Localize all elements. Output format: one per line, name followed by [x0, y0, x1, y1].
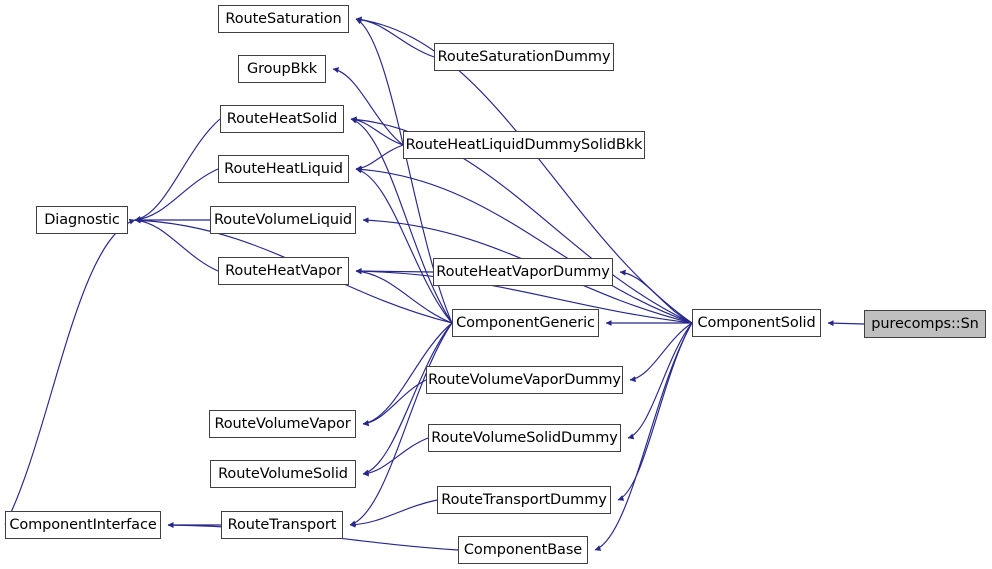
graph-node-componentsolid[interactable]: ComponentSolid: [692, 309, 821, 337]
graph-node-label: RouteSaturation: [225, 10, 342, 27]
graph-node-label: RouteHeatVaporDummy: [436, 263, 610, 280]
graph-node-label: RouteVolumeLiquid: [213, 211, 353, 228]
graph-edge: [4, 218, 136, 526]
graph-node-label: Diagnostic: [44, 211, 120, 228]
graph-node-label: RouteTransportDummy: [441, 491, 607, 508]
graph-edge: [355, 166, 693, 324]
graph-node-label: RouteSaturationDummy: [437, 48, 611, 65]
graph-edge: [355, 167, 453, 324]
graph-node-routeheatliquid[interactable]: RouteHeatLiquid: [218, 155, 349, 183]
graph-node-label: RouteVolumeSolidDummy: [431, 429, 618, 446]
graph-node-label: RouteTransport: [227, 516, 337, 533]
graph-node-routeheatvapordummy[interactable]: RouteHeatVaporDummy: [433, 258, 613, 286]
graph-edge: [827, 320, 865, 327]
graph-edge: [350, 116, 404, 146]
graph-node-label: RouteHeatLiquidDummySolidBkk: [405, 136, 643, 153]
graph-node-routevolumevapordummy[interactable]: RouteVolumeVaporDummy: [426, 366, 623, 394]
graph-node-label: ComponentInterface: [9, 516, 157, 533]
graph-edge: [134, 118, 221, 222]
graph-node-componentbase[interactable]: ComponentBase: [458, 536, 588, 564]
graph-node-routeheatliquiddummysolidbkk[interactable]: RouteHeatLiquidDummySolidBkk: [403, 131, 645, 159]
graph-node-groupbkk[interactable]: GroupBkk: [238, 55, 326, 83]
graph-edge: [134, 217, 219, 272]
graph-node-label: RouteHeatSolid: [226, 110, 338, 127]
graph-edge: [362, 437, 429, 477]
graph-node-routevolumesoliddummy[interactable]: RouteVolumeSolidDummy: [428, 424, 621, 452]
graph-node-routetransportdummy[interactable]: RouteTransportDummy: [437, 486, 611, 514]
graph-node-label: RouteVolumeSolid: [218, 465, 348, 482]
graph-node-routevolumevapor[interactable]: RouteVolumeVapor: [209, 410, 356, 438]
graph-node-label: ComponentGeneric: [456, 314, 595, 331]
graph-node-routeheatvapor[interactable]: RouteHeatVapor: [218, 257, 349, 285]
graph-edge: [619, 269, 693, 324]
graph-node-label: RouteVolumeVaporDummy: [428, 371, 621, 388]
graph-edge: [627, 322, 693, 440]
graph-edge: [134, 168, 219, 223]
graph-node-label: ComponentSolid: [697, 314, 816, 331]
graph-node-routeheatsolid[interactable]: RouteHeatSolid: [220, 105, 344, 133]
graph-edge: [629, 322, 693, 383]
graph-node-componentinterface[interactable]: ComponentInterface: [5, 511, 161, 539]
graph-node-label: GroupBkk: [246, 60, 318, 77]
graph-node-label: ComponentBase: [463, 541, 583, 558]
graph-node-label: RouteVolumeVapor: [214, 415, 351, 432]
graph-node-diagnostic[interactable]: Diagnostic: [36, 206, 128, 234]
graph-node-label: RouteHeatLiquid: [224, 160, 343, 177]
graph-edge: [362, 379, 427, 427]
graph-node-componentgeneric[interactable]: ComponentGeneric: [452, 309, 599, 337]
graph-edge: [355, 16, 435, 58]
graph-node-routetransport[interactable]: RouteTransport: [221, 511, 343, 539]
graph-node-label: purecomps::Sn: [871, 315, 979, 332]
graph-node-routesaturationdummy[interactable]: RouteSaturationDummy: [434, 43, 614, 71]
graph-edge: [355, 144, 404, 172]
graph-node-routevolumeliquid[interactable]: RouteVolumeLiquid: [210, 206, 356, 234]
graph-node-routevolumesolid[interactable]: RouteVolumeSolid: [210, 460, 356, 488]
graph-node-routesaturation[interactable]: RouteSaturation: [218, 5, 349, 33]
graph-node-label: RouteHeatVapor: [225, 262, 342, 279]
graph-node-purecomps_sn[interactable]: purecomps::Sn: [864, 310, 986, 338]
graph-edge: [355, 268, 434, 275]
graph-edge: [349, 499, 438, 528]
graph-edge: [617, 322, 693, 501]
